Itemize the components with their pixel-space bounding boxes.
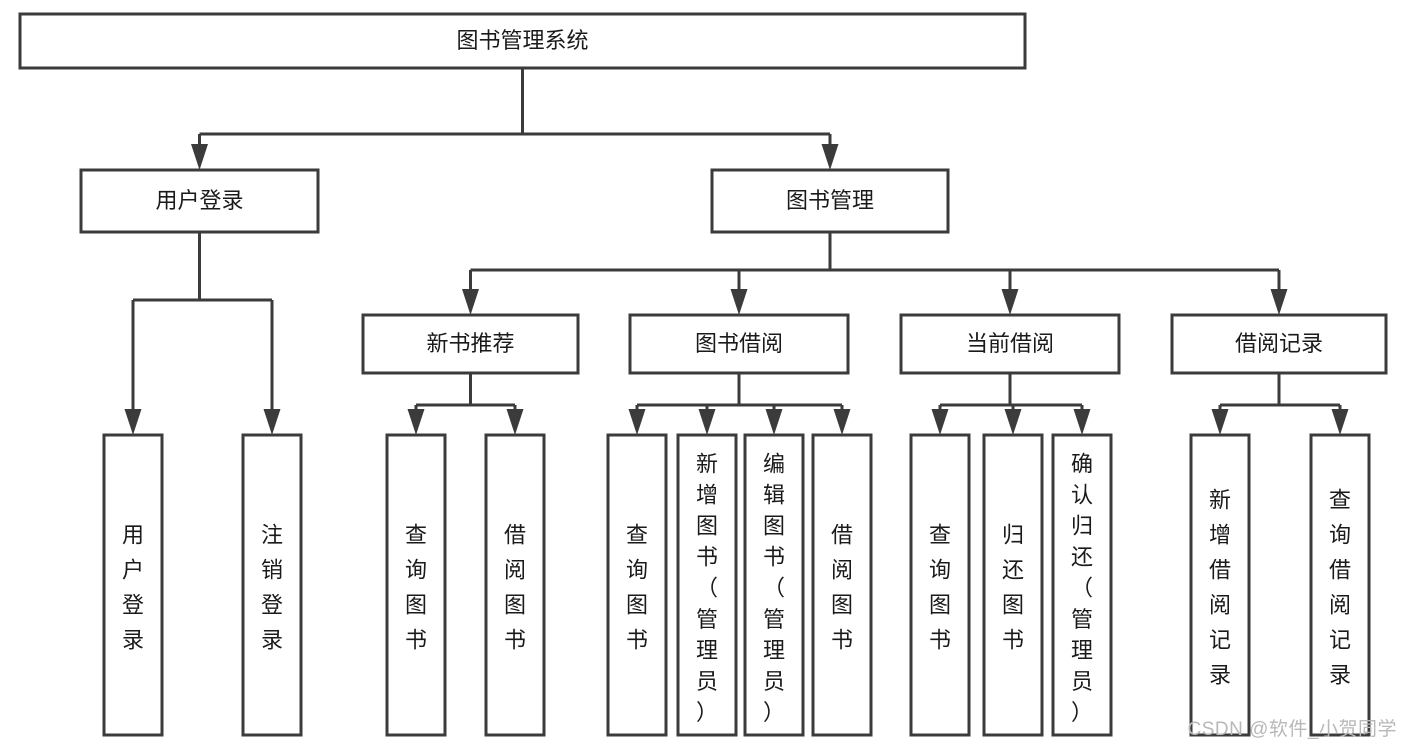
node-leaf-cur-confirm[interactable]: 确认归还（管理员） [1051,433,1113,737]
node-box [982,433,1044,737]
node-label: 图书借阅 [695,331,783,356]
node-label: 用户登录 [155,188,243,213]
node-box [1051,433,1113,737]
node-label: 借阅记录 [1235,331,1323,356]
node-leaf-borrow-edit[interactable]: 编辑图书（管理员） [743,433,805,737]
node-label: 借阅图书 [504,522,526,652]
node-label: 当前借阅 [966,331,1054,356]
node-label: 查询借阅记录 [1329,487,1351,687]
node-label: 注销登录 [261,522,283,652]
node-book-manage[interactable]: 图书管理 [710,168,950,234]
node-box [811,433,873,737]
node-book-borrow[interactable]: 图书借阅 [628,313,850,375]
node-label: 新增借阅记录 [1209,487,1231,687]
node-label: 查询图书 [405,522,427,652]
node-box [241,433,303,737]
node-label: 新书推荐 [426,331,514,356]
node-label: 用户登录 [122,522,144,652]
node-label: 确认归还（管理员） [1071,451,1093,725]
node-user-login[interactable]: 用户登录 [79,168,320,234]
node-leaf-cur-query[interactable]: 查询图书 [909,433,971,737]
node-box [385,433,447,737]
node-leaf-rec-borrow[interactable]: 借阅图书 [484,433,546,737]
node-label: 借阅图书 [831,522,853,652]
node-leaf-borrow-add[interactable]: 新增图书（管理员） [676,433,738,737]
node-box [628,313,850,375]
node-root[interactable]: 图书管理系统 [18,12,1027,70]
node-label: 编辑图书（管理员） [763,451,785,725]
node-box [1189,433,1251,737]
node-leaf-rec-query[interactable]: 查询图书 [385,433,447,737]
node-box [606,433,668,737]
node-label: 查询图书 [929,522,951,652]
node-box [909,433,971,737]
node-label: 查询图书 [626,522,648,652]
node-leaf-rec-add[interactable]: 新增借阅记录 [1189,433,1251,737]
node-leaf-cur-return[interactable]: 归还图书 [982,433,1044,737]
node-box [79,168,320,234]
node-box [484,433,546,737]
node-box [361,313,580,375]
node-box [1309,433,1371,737]
node-leaf-user-logout[interactable]: 注销登录 [241,433,303,737]
node-leaf-borrow-do[interactable]: 借阅图书 [811,433,873,737]
node-box [18,12,1027,70]
connector-layer [124,68,1349,435]
node-label: 图书管理系统 [456,28,588,53]
node-leaf-user-login[interactable]: 用户登录 [102,433,164,737]
node-box [1170,313,1388,375]
node-layer: 图书管理系统用户登录图书管理新书推荐图书借阅当前借阅借阅记录用户登录注销登录查询… [18,12,1388,737]
node-box [899,313,1121,375]
node-box [676,433,738,737]
node-leaf-borrow-query[interactable]: 查询图书 [606,433,668,737]
node-label: 归还图书 [1002,522,1024,652]
node-box [743,433,805,737]
node-borrow-record[interactable]: 借阅记录 [1170,313,1388,375]
node-box [102,433,164,737]
node-leaf-rec-query2[interactable]: 查询借阅记录 [1309,433,1371,737]
node-box [710,168,950,234]
node-label: 图书管理 [786,188,874,213]
node-current-borrow[interactable]: 当前借阅 [899,313,1121,375]
node-label: 新增图书（管理员） [696,451,718,725]
node-new-book-rec[interactable]: 新书推荐 [361,313,580,375]
